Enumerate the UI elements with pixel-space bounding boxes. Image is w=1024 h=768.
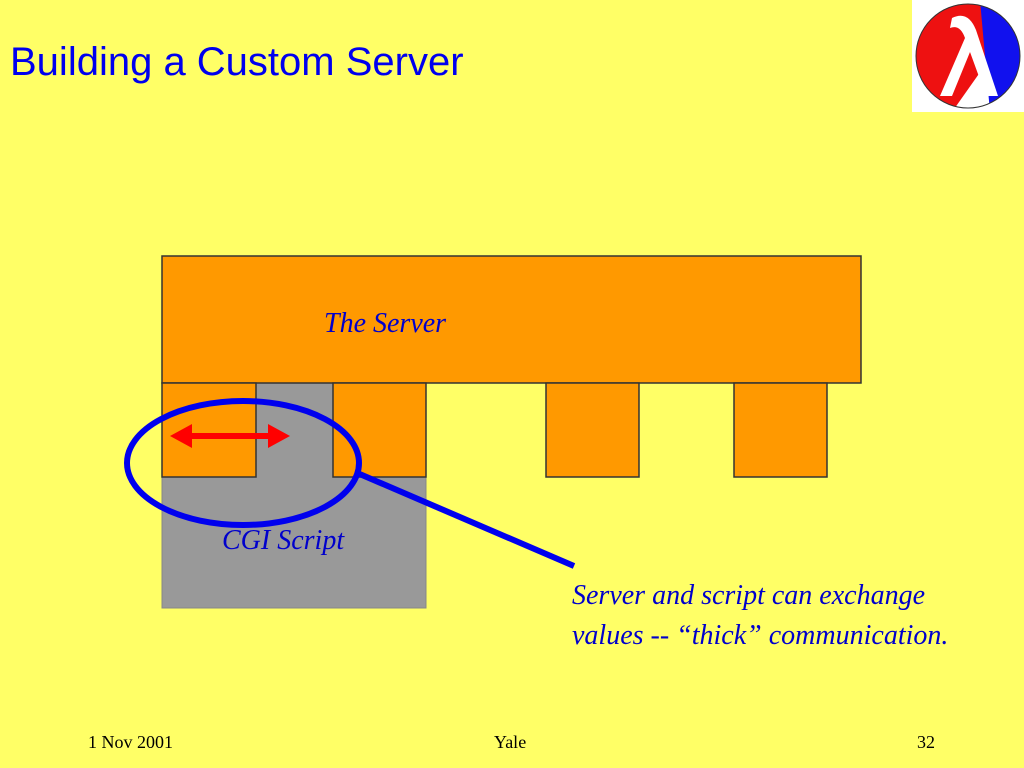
server-box	[161, 255, 862, 384]
server-port-1	[161, 382, 257, 478]
server-label: The Server	[324, 308, 446, 339]
footer-center: Yale	[494, 732, 527, 752]
server-port-4	[733, 382, 828, 478]
slide-title: Building a Custom Server	[10, 40, 464, 84]
caption-text: Server and script can exchange values --…	[572, 576, 1024, 656]
caption-line-1: Server and script can exchange	[572, 580, 925, 611]
footer-date: 1 Nov 2001	[88, 732, 173, 752]
server-port-2	[332, 382, 427, 478]
callout-line	[353, 469, 576, 569]
caption-line-2: values -- “thick” communication.	[572, 620, 949, 651]
cgi-script-label: CGI Script	[222, 525, 345, 556]
lambda-logo-icon	[912, 0, 1024, 112]
footer-page-number: 32	[917, 732, 935, 752]
server-port-3	[545, 382, 640, 478]
exchange-arrow-icon	[170, 424, 290, 448]
highlight-ellipse	[124, 398, 362, 528]
